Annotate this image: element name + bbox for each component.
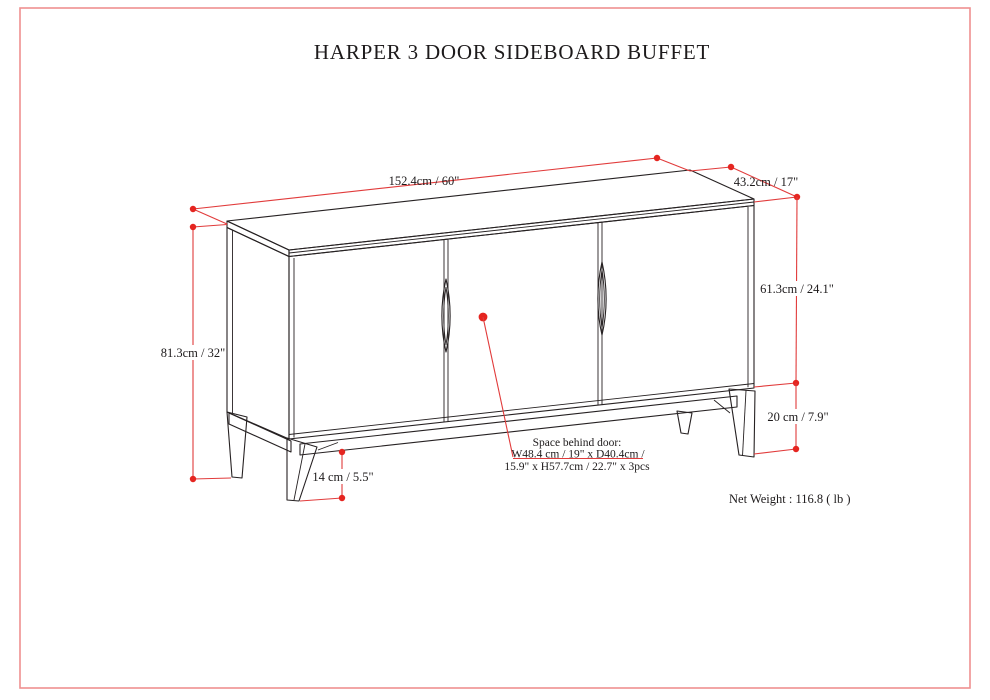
space-note-line1: Space behind door: [533,437,622,449]
cabinet-drawing [226,169,756,502]
dimension-depth-label: 43.2cm / 17" [734,175,798,189]
cabinet-base-frame [228,395,738,456]
door-handle-center [441,278,451,353]
leg-back-right [676,410,693,435]
interior-space-callout: Space behind door: W48.4 cm / 19" x D40.… [478,312,650,473]
leg-front-left [286,437,339,502]
dimension-leg-height: 14 cm / 5.5" [299,448,374,502]
net-weight-label: Net Weight : 116.8 ( lb ) [729,492,851,506]
dimension-cabinet-height: 61.3cm / 24.1" [753,196,834,388]
dimension-width: 152.4cm / 60" [189,154,691,225]
dimension-width-label: 152.4cm / 60" [389,174,460,188]
dimension-leg-height-label: 14 cm / 5.5" [312,470,373,484]
space-note-line2: W48.4 cm / 19" x D40.4cm / [511,449,645,461]
leg-back-left [226,411,248,479]
cabinet-front-face [288,204,755,440]
cabinet-left-side [226,226,290,440]
dimension-depth: 43.2cm / 17" [689,163,801,203]
dimension-base-height: 20 cm / 7.9" [753,383,829,455]
cabinet-top-panel [226,169,755,258]
door-handle-right [597,261,607,336]
leg-front-right [713,388,756,458]
dimension-height-label: 81.3cm / 32" [161,346,225,360]
space-note-line3: 15.9" x H57.7cm / 22.7" x 3pcs [504,461,650,473]
page-border [19,7,971,689]
page-title: HARPER 3 DOOR SIDEBOARD BUFFET [314,40,710,64]
dimension-base-height-label: 20 cm / 7.9" [767,410,828,424]
dimension-cabinet-height-label: 61.3cm / 24.1" [760,282,834,296]
dimension-height: 81.3cm / 32" [161,223,232,483]
